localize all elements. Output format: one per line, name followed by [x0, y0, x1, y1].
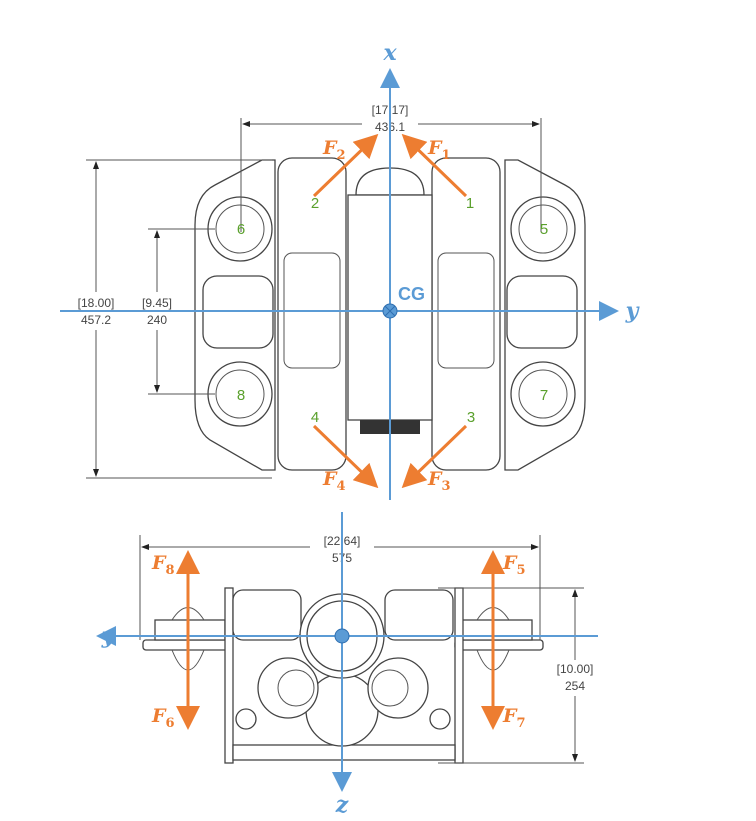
force-label-f4: F4: [322, 468, 346, 494]
y-axis-label-front: y: [101, 623, 117, 649]
x-axis-label: x: [382, 40, 397, 66]
thruster-number-6: 6: [237, 221, 245, 238]
y-axis-label-top: y: [625, 298, 641, 324]
force-label-f1: F1: [427, 137, 451, 163]
force-label-f2: F2: [322, 137, 346, 163]
force-arrow-f2: [312, 133, 379, 198]
dim-height-inch: [10.00]: [557, 662, 594, 676]
dim-length-mm: 457.2: [81, 313, 111, 327]
top-view: [17.17] 436.1 [18.00] 457.2 [9.45] 240 x…: [60, 40, 641, 500]
dim-spacing-inch: [9.45]: [142, 296, 172, 310]
dimension-length: [18.00] 457.2: [78, 159, 272, 479]
force-arrow-f1: [401, 133, 468, 198]
dim-spacing-mm: 240: [147, 313, 167, 327]
dim-height-mm: 254: [565, 679, 585, 693]
cg-marker-icon: [382, 303, 398, 319]
force-label-f7: F7: [502, 705, 526, 731]
force-label-f8: F8: [151, 552, 175, 578]
force-arrow-f3: [401, 424, 468, 489]
thruster-number-1: 1: [466, 195, 474, 212]
force-label-f6: F6: [151, 705, 175, 731]
cg-label: CG: [398, 284, 425, 304]
thruster-number-5: 5: [540, 221, 548, 238]
thruster-number-7: 7: [540, 387, 548, 404]
force-arrow-f4: [312, 424, 379, 489]
dim-length-inch: [18.00]: [78, 296, 115, 310]
dimension-height: [10.00] 254: [438, 587, 594, 764]
front-view: [22.64] 575 [10.00] 254 z y F5 F6 F7 F8: [96, 512, 598, 818]
thruster-number-8: 8: [237, 387, 245, 404]
cg-marker-front-icon: [334, 628, 350, 644]
force-label-f3: F3: [427, 468, 451, 494]
z-axis-label: z: [335, 792, 349, 818]
thruster-number-2: 2: [311, 195, 319, 212]
force-label-f5: F5: [502, 552, 526, 578]
dimension-width-top: [17.17] 436.1: [240, 103, 542, 232]
thruster-number-4: 4: [311, 409, 319, 426]
thruster-number-3: 3: [467, 409, 475, 426]
dimension-thruster-spacing: [9.45] 240: [142, 228, 215, 395]
